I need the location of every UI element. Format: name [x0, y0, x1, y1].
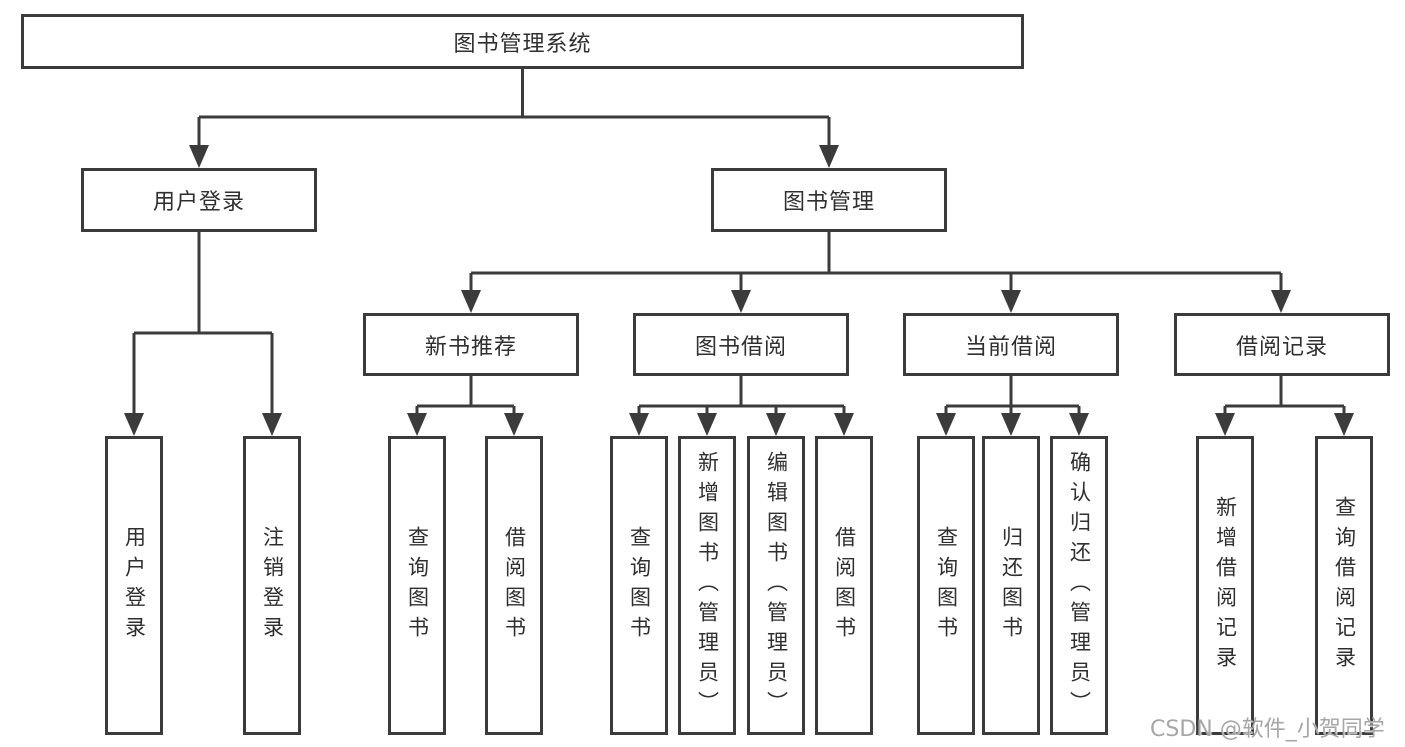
connector-lines [132, 69, 1346, 414]
watermark: CSDN @软件_小贺同学 [1150, 717, 1385, 742]
node-label: 图书管理系统 [453, 31, 592, 57]
arrowhead [189, 145, 209, 168]
node-label: 借阅图书 [832, 525, 857, 646]
node-new-book-recommendation: 新书推荐 [363, 313, 579, 376]
arrowhead [461, 290, 481, 313]
node-current-borrowing: 当前借阅 [903, 313, 1119, 376]
node-label: 用户登录 [152, 190, 245, 215]
node-label: 借阅记录 [1235, 334, 1328, 360]
node-label: 注销登录 [260, 525, 285, 646]
leaf-edit-books-admin: 编辑图书（管理员） [747, 436, 805, 735]
node-label: 查询图书 [405, 525, 430, 646]
leaf-confirm-return-admin: 确认归还（管理员） [1050, 436, 1108, 735]
node-label: 确认归还（管理员） [1067, 450, 1092, 721]
leaf-query-books-borrowing: 查询图书 [610, 436, 668, 735]
arrowhead [731, 290, 751, 313]
arrowhead [766, 413, 786, 436]
arrowhead [1001, 413, 1021, 436]
arrowhead [936, 413, 956, 436]
node-label: 查询借阅记录 [1332, 495, 1357, 676]
node-label: 当前借阅 [964, 334, 1057, 360]
leaf-borrow-books-recommend: 借阅图书 [485, 436, 543, 735]
leaf-add-borrow-record: 新增借阅记录 [1196, 436, 1254, 735]
node-label: 新增图书（管理员） [695, 450, 720, 721]
arrowhead [1271, 290, 1291, 313]
node-label: 借阅图书 [502, 525, 527, 646]
arrowhead [697, 413, 717, 436]
arrowhead [834, 413, 854, 436]
arrowhead [504, 413, 524, 436]
node-label: 查询图书 [627, 525, 652, 646]
leaf-borrow-books-borrowing: 借阅图书 [815, 436, 873, 735]
node-label: 新书推荐 [424, 334, 517, 360]
leaf-user-login: 用户登录 [105, 436, 163, 735]
arrowhead [1215, 413, 1235, 436]
leaf-logout: 注销登录 [243, 436, 301, 735]
node-label: 查询图书 [934, 525, 959, 646]
node-label: 图书借阅 [694, 334, 787, 360]
node-label: 归还图书 [999, 525, 1024, 646]
arrowhead [629, 413, 649, 436]
node-label: 用户登录 [122, 525, 147, 646]
arrowhead [124, 413, 144, 436]
node-library-management-system: 图书管理系统 [21, 14, 1024, 69]
leaf-add-books-admin: 新增图书（管理员） [678, 436, 736, 735]
node-borrowing-records: 借阅记录 [1174, 313, 1390, 376]
leaf-query-books-current: 查询图书 [917, 436, 975, 735]
node-label: 编辑图书（管理员） [764, 450, 789, 721]
node-book-management: 图书管理 [711, 168, 947, 232]
leaf-query-books-recommend: 查询图书 [388, 436, 446, 735]
leaf-query-borrow-record: 查询借阅记录 [1315, 436, 1373, 735]
node-book-borrowing: 图书借阅 [633, 313, 849, 376]
node-label: 新增借阅记录 [1213, 495, 1238, 676]
node-label: 图书管理 [782, 190, 875, 215]
leaf-return-books: 归还图书 [982, 436, 1040, 735]
arrowhead [407, 413, 427, 436]
arrowhead [1069, 413, 1089, 436]
node-user-login: 用户登录 [81, 168, 317, 232]
arrowhead [1001, 290, 1021, 313]
arrowhead [819, 145, 839, 168]
arrowhead [262, 413, 282, 436]
arrowhead [1334, 413, 1354, 436]
